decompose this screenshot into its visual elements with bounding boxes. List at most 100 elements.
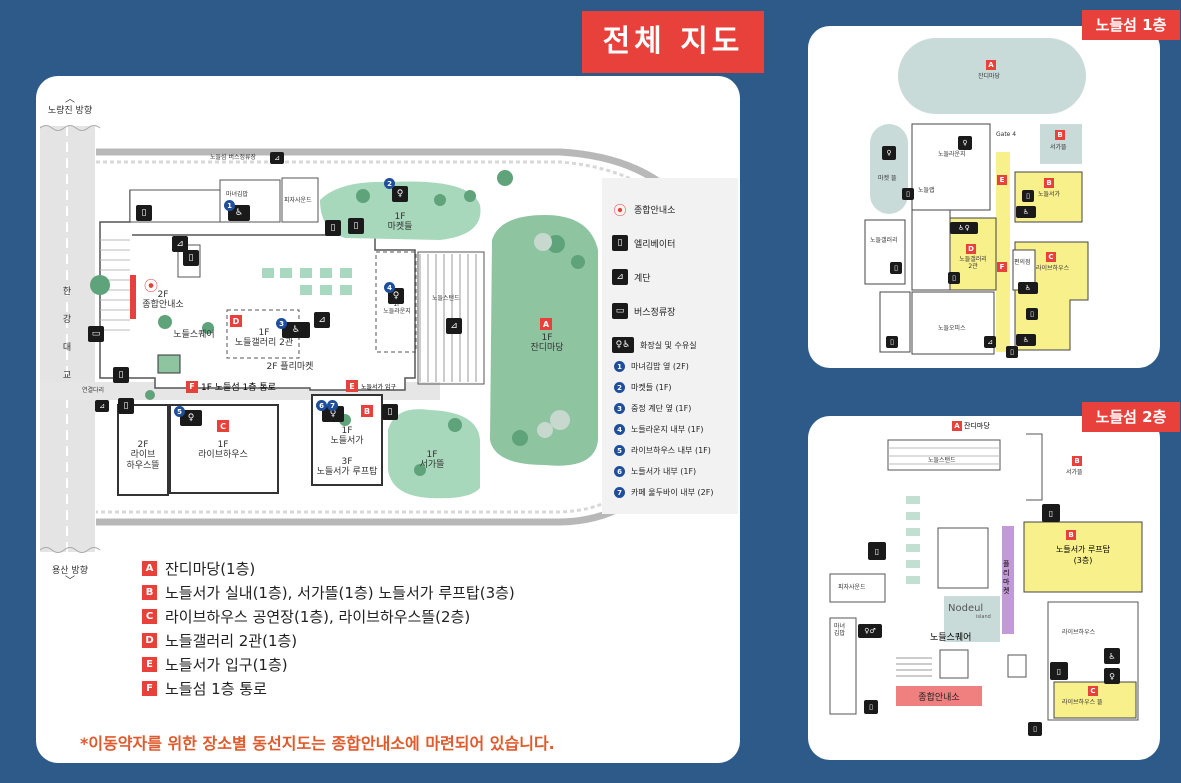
floor1-gallery-left: 노들갤러리 [870,237,898,244]
market-label: 1F 마켓들 [387,212,413,233]
info-center-label: 2F 종합안내소 [142,290,184,311]
floor1-bookfield: 서가뜰 [1050,144,1067,151]
shop-pizza: 피자사운드 [284,197,312,204]
floor1-lawn: 잔디마당 [978,73,1001,80]
info-pin-icon: ⦿ [144,279,158,295]
livehouse-field-label: 2F 라이브 하우스뜰 [126,440,160,471]
stairs-icon: ⊿ [172,236,188,252]
floor1-storage: 편의점 [1014,259,1031,266]
lawn-label: 1F 잔디마당 [530,333,564,354]
bus-stop-icon: ▭ [88,326,104,342]
arrow-down-icon: ﹀ [65,576,75,588]
restroom-icon: ♿ [282,322,310,338]
restroom-icon: ♀ [392,186,408,202]
floor1-bookstore-badge: B [1044,178,1054,188]
floor1-lawn-badge: A [986,60,996,70]
restroom-icon: ♿ [1016,334,1036,346]
passage-row: F 1F 노들섬 1층 통로 [186,380,276,393]
floor2-market: 플리마켓 [1003,560,1010,595]
marker-2: 2 [384,178,395,189]
marker-icon: 4 [614,424,625,435]
restroom-icon: ♀ [882,146,896,160]
stairs-icon: ⊿ [984,336,996,348]
marker-4: 4 [384,282,395,293]
floor1-gallery: 노들갤러리 2관 [959,256,987,270]
restroom-icon: ♀ [180,410,202,426]
floor1-livehouse: 라이브하우스 [1036,265,1070,272]
floor2-rooftop: 노들서가 루프탑 (3층) [1055,545,1111,565]
floor1-bookstore: 노들서가 [1038,191,1061,198]
elevator-icon: ▯ [612,235,628,251]
marker-5: 5 [174,406,185,417]
floor2-livehouse: 라이브하우스 [1062,629,1096,636]
restroom-icon: ♀♿ [612,337,634,353]
restroom-icon: ♿ [1016,206,1036,218]
livehouse-label: 1F 라이브하우스 [198,440,248,461]
floor1-title: 노들섬 1층 [1082,10,1180,40]
floor1-entrance-badge: E [997,175,1007,185]
floor2-title: 노들섬 2층 [1082,402,1180,432]
lawn-badge: A [540,318,552,330]
bus-stop-icon: ▭ [612,303,628,319]
restroom-icon: ♀ [958,136,972,150]
bus-label: 노들섬 버스정류장 [210,154,257,161]
legend-item: ▭버스정류장 [612,300,734,322]
floor2-lawn-row: A 잔디마당 [952,421,990,431]
marker-icon: 6 [614,466,625,477]
marker-7: 7 [327,400,338,411]
floor2-stand: 노들스탠드 [928,457,956,464]
floor2-logo: Nodeul [948,603,984,614]
livehouse-badge: C [217,420,229,432]
arrow-up-icon: ︿ [65,94,75,105]
main-map-title: 전체 지도 [582,11,764,73]
marker-icon: 5 [614,445,625,456]
elevator-icon: ▯ [325,220,341,236]
marker-icon: 7 [614,487,625,498]
stairs-icon: ⊿ [270,152,284,164]
gallery-badge: D [230,315,242,327]
stairs-icon: ⊿ [446,318,462,334]
entrance-badge: E [346,380,358,392]
floor2-pizza: 피자사운드 [838,584,866,591]
elevator-icon: ▯ [382,404,398,420]
entrance-label: 노들서가 입구 [361,383,397,391]
footnote: *이동약자를 위한 장소별 동선지도는 종합안내소에 마련되어 있습니다. [80,734,555,753]
elevator-icon: ▯ [948,272,960,284]
floor1-kitchen: 마켓 뜰 [878,175,897,182]
marker-icon: 1 [614,361,625,372]
lounge-label: 1F 노들라운지 [383,301,411,315]
icon-legend: ⦿종합안내소 ▯엘리베이터 ⊿계단 ▭버스정류장 ♀♿화장실 및 수유실 [612,198,734,356]
passage-badge: F [186,380,198,393]
marker-icon: 3 [614,403,625,414]
direction-north: ︿ 노량진 방향 [40,94,100,116]
floor1-lounge: 노들라운지 [938,151,966,158]
direction-south: 용산 방향 ﹀ [40,566,100,588]
floor1-bookfield-badge: B [1055,130,1065,140]
elevator-icon: ▯ [1006,346,1018,358]
restroom-icon: ♀ [322,406,344,422]
elevator-icon: ▯ [1050,662,1068,680]
stairs-icon: ⊿ [612,269,628,285]
floor2-logo-sub: island [976,614,991,620]
floor1-passage-badge: F [997,262,1007,272]
restroom-icon: ♿ [1104,648,1120,664]
restroom-icon: ♿♀ [950,222,978,234]
passage-label: 1F 노들섬 1층 통로 [201,383,276,393]
bridge-small-label: 연결다리 [82,387,105,394]
bookstore-label: 1F 노들서가 3F 노들서가 루프탑 [316,426,378,478]
